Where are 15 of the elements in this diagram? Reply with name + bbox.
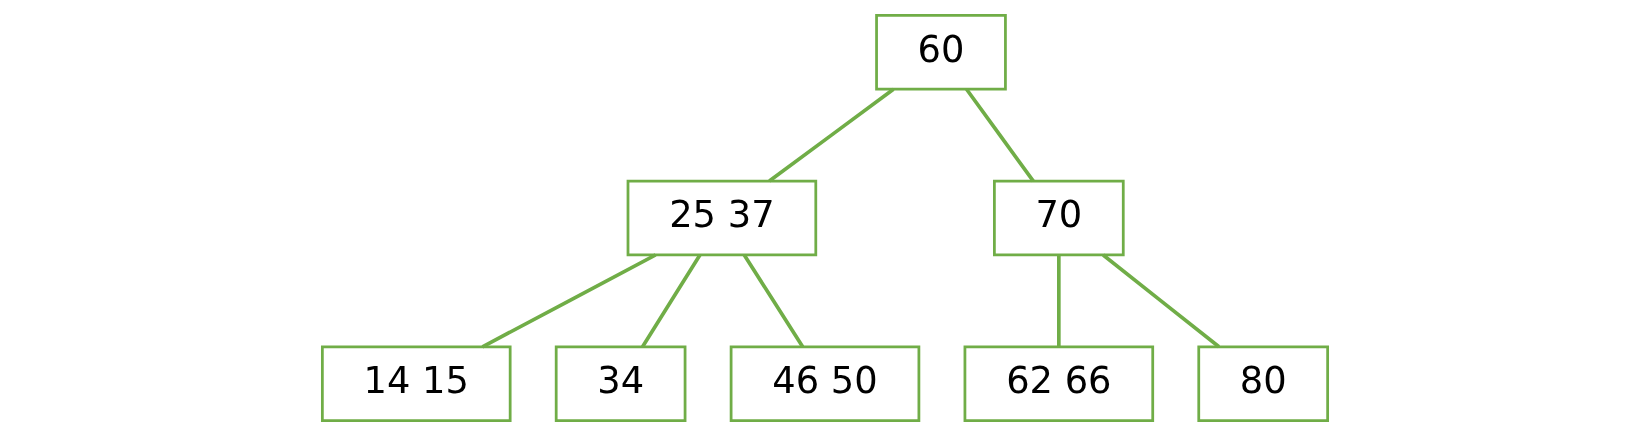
node-box: 14 15: [321, 345, 512, 422]
connector: [1102, 253, 1221, 349]
node-box: 62 66: [963, 345, 1155, 422]
node-box: 34: [554, 345, 687, 422]
connector: [742, 254, 805, 348]
connector: [965, 88, 1035, 183]
connector: [481, 253, 657, 349]
node-box: 46 50: [729, 345, 921, 422]
node-box: 70: [993, 179, 1125, 257]
connector: [641, 254, 702, 348]
connector: [768, 87, 895, 183]
node-box: 25 37: [626, 179, 818, 257]
node-box: 60: [875, 14, 1007, 91]
connector: [1057, 255, 1061, 347]
node-box: 80: [1197, 345, 1330, 422]
